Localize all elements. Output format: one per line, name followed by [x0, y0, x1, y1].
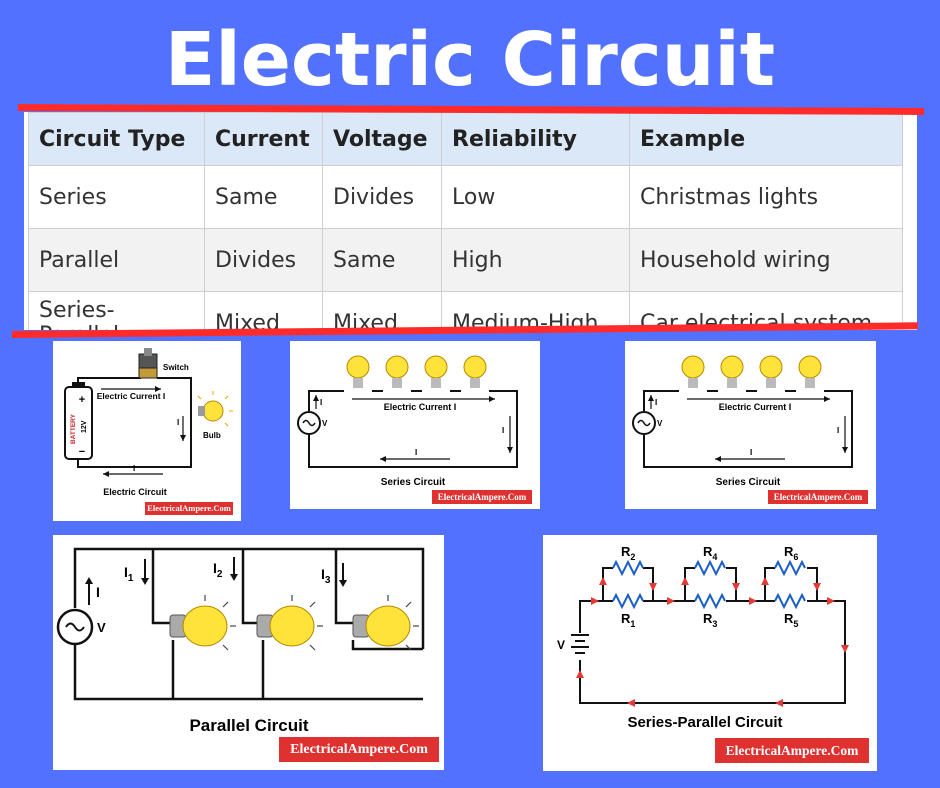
table-row: Series-Parallel Mixed Mixed Medium-High …	[28, 291, 903, 330]
battery-label: BATTERY	[70, 413, 77, 444]
i-label-bottom: I	[133, 464, 135, 473]
i3-label: I3	[321, 566, 331, 586]
panel-caption: Parallel Circuit	[189, 716, 308, 735]
series-circuit-diagram: V I Electric Current I I I Series Circui…	[632, 355, 853, 488]
table-row: Parallel Divides Same High Household wir…	[28, 228, 903, 292]
series-parallel-diagram: V R2 R1 R4 R3 R6 R5 Series-Parallel Circ…	[557, 544, 849, 731]
parallel-circuit-diagram: V I I1 I2 I3 Parallel Circuit	[56, 547, 425, 735]
switch-icon	[138, 348, 158, 379]
table-cell: Divides	[322, 165, 442, 229]
r1-label: R1	[621, 611, 635, 629]
i-label-right: I	[502, 426, 504, 435]
v-label: V	[557, 638, 565, 652]
bulb-label: Bulb	[203, 431, 221, 440]
i-label-source: I	[655, 398, 657, 407]
page-title: Electric Circuit	[164, 17, 776, 103]
header-voltage: Voltage	[322, 112, 442, 166]
current-label: Electric Current I	[97, 391, 166, 401]
i-label-right: I	[837, 426, 839, 435]
bulb-icon	[346, 355, 487, 388]
bulb-icon	[197, 391, 233, 427]
r6-label: R6	[784, 544, 798, 562]
v-label: V	[322, 419, 328, 428]
bulb-icon	[681, 355, 822, 388]
watermark: ElectricalAmpere.Com	[432, 490, 532, 504]
table-row: Series Same Divides Low Christmas lights	[28, 165, 903, 229]
watermark: ElectricalAmpere.Com	[715, 738, 869, 763]
table-cell: Series-Parallel	[28, 291, 205, 330]
comparison-table-container: Circuit Type Current Voltage Reliability…	[24, 112, 917, 330]
r5-label: R5	[784, 611, 798, 629]
table-cell: Low	[441, 165, 630, 229]
i-label-source: I	[320, 398, 322, 407]
i-label-source: I	[96, 584, 100, 600]
panel-caption: Series Circuit	[716, 477, 781, 488]
current-label: Electric Current I	[384, 402, 457, 412]
switch-label: Switch	[163, 363, 189, 372]
table-cell: Parallel	[28, 228, 205, 292]
parallel-circuit-panel: V I I1 I2 I3 Parallel Circuit Electrical…	[53, 535, 444, 770]
r4-label: R4	[703, 544, 717, 562]
table-cell: Series	[28, 165, 205, 229]
table-cell: Household wiring	[629, 228, 903, 292]
resistor-zigzags	[612, 559, 806, 610]
series-circuit-diagram: V I Electric Current I I I Series Circui…	[297, 355, 518, 488]
watermark: ElectricalAmpere.Com	[145, 502, 233, 515]
header-example: Example	[629, 112, 903, 166]
table-cell: Divides	[204, 228, 323, 292]
current-label: Electric Current I	[719, 402, 792, 412]
header-reliability: Reliability	[441, 112, 630, 166]
panel-caption: Series-Parallel Circuit	[627, 714, 782, 731]
table-cell: Medium-High	[441, 291, 630, 330]
watermark: ElectricalAmpere.Com	[279, 737, 439, 762]
bulb-rays	[204, 595, 419, 651]
battery-voltage: 12V	[81, 420, 88, 433]
table-cell: Mixed	[204, 291, 323, 330]
header-current: Current	[204, 112, 323, 166]
r3-label: R3	[703, 611, 717, 629]
i2-label: I2	[213, 560, 223, 580]
watermark: ElectricalAmpere.Com	[768, 490, 868, 504]
electric-circuit-diagram: + − BATTERY 12V Switch Electric Current …	[64, 348, 233, 497]
i-label-right: I	[177, 418, 179, 427]
i-label-bottom: I	[750, 448, 752, 457]
table-cell: Same	[204, 165, 323, 229]
battery-plus: +	[79, 394, 85, 406]
table-cell: Same	[322, 228, 442, 292]
table-cell: High	[441, 228, 630, 292]
r2-label: R2	[621, 544, 635, 562]
current-arrows	[576, 577, 849, 707]
comparison-table: Circuit Type Current Voltage Reliability…	[28, 112, 903, 330]
bulb-icon	[169, 605, 411, 647]
header-circuit-type: Circuit Type	[28, 112, 205, 166]
table-cell: Christmas lights	[629, 165, 903, 229]
electric-circuit-panel: + − BATTERY 12V Switch Electric Current …	[53, 341, 241, 521]
series-circuit-panel: V I Electric Current I I I Series Circui…	[290, 341, 540, 509]
battery-minus: −	[79, 446, 85, 458]
table-cell: Mixed	[322, 291, 442, 330]
table-header-row: Circuit Type Current Voltage Reliability…	[28, 112, 903, 166]
series-parallel-circuit-panel: V R2 R1 R4 R3 R6 R5 Series-Parallel Circ…	[543, 535, 877, 771]
v-label: V	[97, 620, 106, 635]
i1-label: I1	[124, 564, 134, 584]
v-label: V	[657, 419, 663, 428]
battery-icon	[571, 634, 589, 654]
i-label-bottom: I	[415, 448, 417, 457]
panel-caption: Electric Circuit	[103, 487, 167, 497]
series-circuit-panel-2: V I Electric Current I I I Series Circui…	[625, 341, 876, 509]
panel-caption: Series Circuit	[381, 477, 446, 488]
